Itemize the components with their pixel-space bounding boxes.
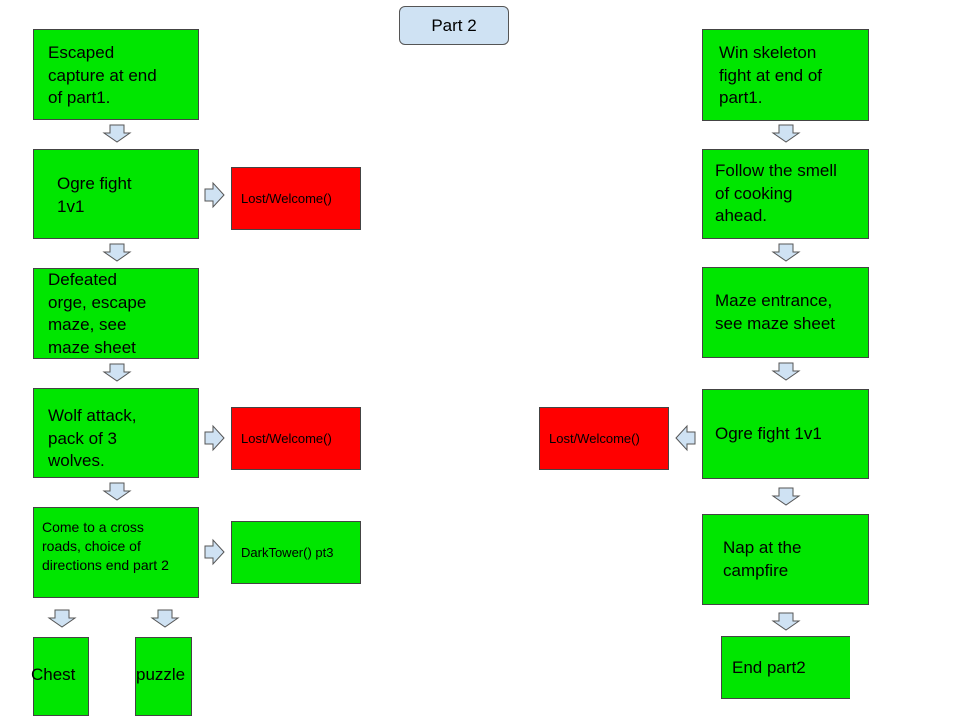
ogre-fight-right-step: Ogre fight 1v1 bbox=[702, 389, 869, 479]
escaped-capture-step: Escaped capture at end of part1. bbox=[33, 29, 199, 120]
puzzle-choice: puzzle bbox=[135, 637, 192, 716]
maze-entrance-step: Maze entrance, see maze sheet bbox=[702, 267, 869, 358]
ogre-lost-right-outcome: Lost/Welcome() bbox=[539, 407, 669, 470]
down-arrow-icon bbox=[102, 482, 132, 501]
left-arrow-icon bbox=[675, 424, 696, 452]
down-arrow-icon bbox=[771, 362, 801, 381]
dark-tower-outcome: DarkTower() pt3 bbox=[231, 521, 361, 584]
nap-campfire-step: Nap at the campfire bbox=[702, 514, 869, 605]
down-arrow-icon bbox=[771, 612, 801, 631]
down-arrow-icon bbox=[771, 487, 801, 506]
down-arrow-icon bbox=[771, 243, 801, 262]
right-arrow-icon bbox=[204, 424, 225, 452]
chest-choice: Chest bbox=[31, 637, 89, 716]
win-skeleton-step: Win skeleton fight at end of part1. bbox=[702, 29, 869, 121]
down-arrow-icon bbox=[771, 124, 801, 143]
down-arrow-icon bbox=[102, 363, 132, 382]
right-arrow-icon bbox=[204, 181, 225, 209]
wolf-lost-outcome: Lost/Welcome() bbox=[231, 407, 361, 470]
part-title: Part 2 bbox=[399, 6, 509, 45]
ogre-fight-step: Ogre fight 1v1 bbox=[33, 149, 199, 239]
down-arrow-icon bbox=[102, 243, 132, 262]
down-arrow-icon bbox=[150, 609, 180, 628]
cross-roads-step: Come to a cross roads, choice of directi… bbox=[33, 507, 199, 598]
down-arrow-icon bbox=[102, 124, 132, 143]
ogre-lost-outcome: Lost/Welcome() bbox=[231, 167, 361, 230]
defeated-ogre-step: Defeated orge, escape maze, see maze she… bbox=[33, 268, 199, 359]
follow-smell-step: Follow the smell of cooking ahead. bbox=[702, 149, 869, 239]
wolf-attack-step: Wolf attack, pack of 3 wolves. bbox=[33, 388, 199, 478]
right-arrow-icon bbox=[204, 538, 225, 566]
down-arrow-icon bbox=[47, 609, 77, 628]
end-part2-step: End part2 bbox=[721, 636, 850, 699]
